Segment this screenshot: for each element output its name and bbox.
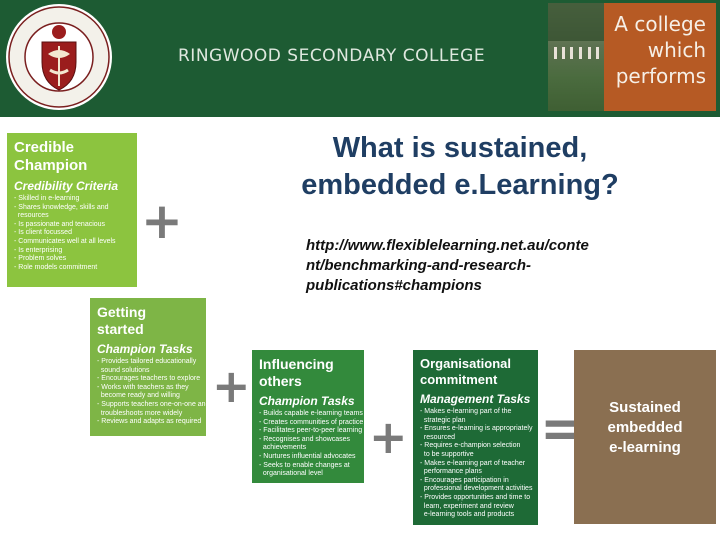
heading-line-1: Getting <box>97 304 199 321</box>
list-item: - Reviews and adapts as required <box>97 418 200 427</box>
heading-line-2: commitment <box>420 372 531 388</box>
list-item: - Provides tailored educationally <box>97 358 200 367</box>
list-item: - Encourages teachers to explore <box>97 375 200 384</box>
tagline-line-1: A college <box>614 11 706 37</box>
title-line-2: embedded e.Learning? <box>240 167 680 204</box>
list-item: become ready and willing <box>97 392 200 401</box>
card-heading: Sustained embedded e-learning <box>574 350 716 458</box>
url-line-3: publications#champions <box>306 276 706 296</box>
list-item: - Is passionate and tenacious <box>14 221 131 230</box>
tagline-line-3: performs <box>614 63 706 89</box>
url-line-1: http://www.flexiblelearning.net.au/conte <box>306 236 706 256</box>
heading-line-2: started <box>97 321 199 338</box>
list-item: - Facilitates peer-to-peer learning <box>259 427 358 436</box>
title-line-1: What is sustained, <box>240 130 680 167</box>
heading-line-3: e-learning <box>580 438 710 458</box>
list-item: - Seeks to enable changes at <box>259 462 358 471</box>
list-item: troubleshoots more widely <box>97 410 200 419</box>
list-item: - Problem solves <box>14 255 131 264</box>
card-heading: Influencing others <box>252 350 364 390</box>
slide-title: What is sustained, embedded e.Learning? <box>240 130 680 204</box>
tagline-line-2: which <box>614 37 706 63</box>
list-item: - Builds capable e-learning teams <box>259 410 358 419</box>
card-subheading: Champion Tasks <box>252 390 364 410</box>
plus-operator: + <box>212 363 251 409</box>
list-item: resourced <box>420 434 532 443</box>
card-item-list: - Skilled in e-learning- Shares knowledg… <box>7 195 137 272</box>
list-item: professional development activities <box>420 485 532 494</box>
school-name: RINGWOOD SECONDARY COLLEGE <box>178 46 485 66</box>
list-item: - Makes e-learning part of the <box>420 408 532 417</box>
heading-line-2: Champion <box>14 157 130 175</box>
list-item: - Recognises and showcases <box>259 436 358 445</box>
list-item: - Is client focussed <box>14 229 131 238</box>
list-item: - Is enterprising <box>14 247 131 256</box>
list-item: - Communicates well at all levels <box>14 238 131 247</box>
list-item: - Works with teachers as they <box>97 384 200 393</box>
heading-line-2: others <box>259 373 357 390</box>
header-banner: RINGWOOD SECONDARY COLLEGE A college whi… <box>0 0 720 117</box>
list-item: organisational level <box>259 470 358 479</box>
list-item: to be supportive <box>420 451 532 460</box>
card-subheading: Credibility Criteria <box>7 175 137 195</box>
list-item: - Creates communities of practice <box>259 419 358 428</box>
heading-line-1: Credible <box>14 139 130 157</box>
url-line-2: nt/benchmarking-and-research- <box>306 256 706 276</box>
heading-line-1: Influencing <box>259 356 357 373</box>
heading-line-1: Sustained <box>580 398 710 418</box>
list-item: - Encourages participation in <box>420 477 532 486</box>
list-item: e-learning tools and products <box>420 511 532 520</box>
heading-line-2: embedded <box>580 418 710 438</box>
students-photo <box>548 3 604 111</box>
influencing-others-card: Influencing others Champion Tasks - Buil… <box>252 350 364 483</box>
list-item: - Supports teachers one-on-one and <box>97 401 200 410</box>
list-item: achievements <box>259 444 358 453</box>
list-item: resources <box>14 212 131 221</box>
card-heading: Getting started <box>90 298 206 338</box>
list-item: performance plans <box>420 468 532 477</box>
list-item: strategic plan <box>420 417 532 426</box>
tagline-box: A college which performs <box>604 3 716 111</box>
tagline: A college which performs <box>614 11 706 89</box>
card-item-list: - Builds capable e-learning teams- Creat… <box>252 410 364 479</box>
list-item: - Requires e-champion selection <box>420 442 532 451</box>
sustained-embedded-elearning-card: Sustained embedded e-learning <box>574 350 716 524</box>
list-item: - Skilled in e-learning <box>14 195 131 204</box>
card-heading: Credible Champion <box>7 133 137 175</box>
getting-started-card: Getting started Champion Tasks - Provide… <box>90 298 206 436</box>
organisational-commitment-card: Organisational commitment Management Tas… <box>413 350 538 525</box>
reference-url[interactable]: http://www.flexiblelearning.net.au/conte… <box>306 236 706 296</box>
plus-operator: + <box>369 414 408 460</box>
list-item: - Provides opportunities and time to <box>420 494 532 503</box>
list-item: sound solutions <box>97 367 200 376</box>
heading-line-1: Organisational <box>420 356 531 372</box>
card-item-list: - Provides tailored educationally sound … <box>90 358 206 427</box>
card-item-list: - Makes e-learning part of the strategic… <box>413 408 538 520</box>
list-item: - Ensures e-learning is appropriately <box>420 425 532 434</box>
card-subheading: Champion Tasks <box>90 338 206 358</box>
plus-operator: + <box>141 196 183 246</box>
college-crest-logo <box>2 2 116 112</box>
list-item: - Shares knowledge, skills and <box>14 204 131 213</box>
card-heading: Organisational commitment <box>413 350 538 388</box>
list-item: - Nurtures influential advocates <box>259 453 358 462</box>
credible-champion-card: Credible Champion Credibility Criteria -… <box>7 133 137 287</box>
list-item: learn, experiment and review <box>420 503 532 512</box>
list-item: - Role models commitment <box>14 264 131 273</box>
list-item: - Makes e-learning part of teacher <box>420 460 532 469</box>
card-subheading: Management Tasks <box>413 388 538 408</box>
